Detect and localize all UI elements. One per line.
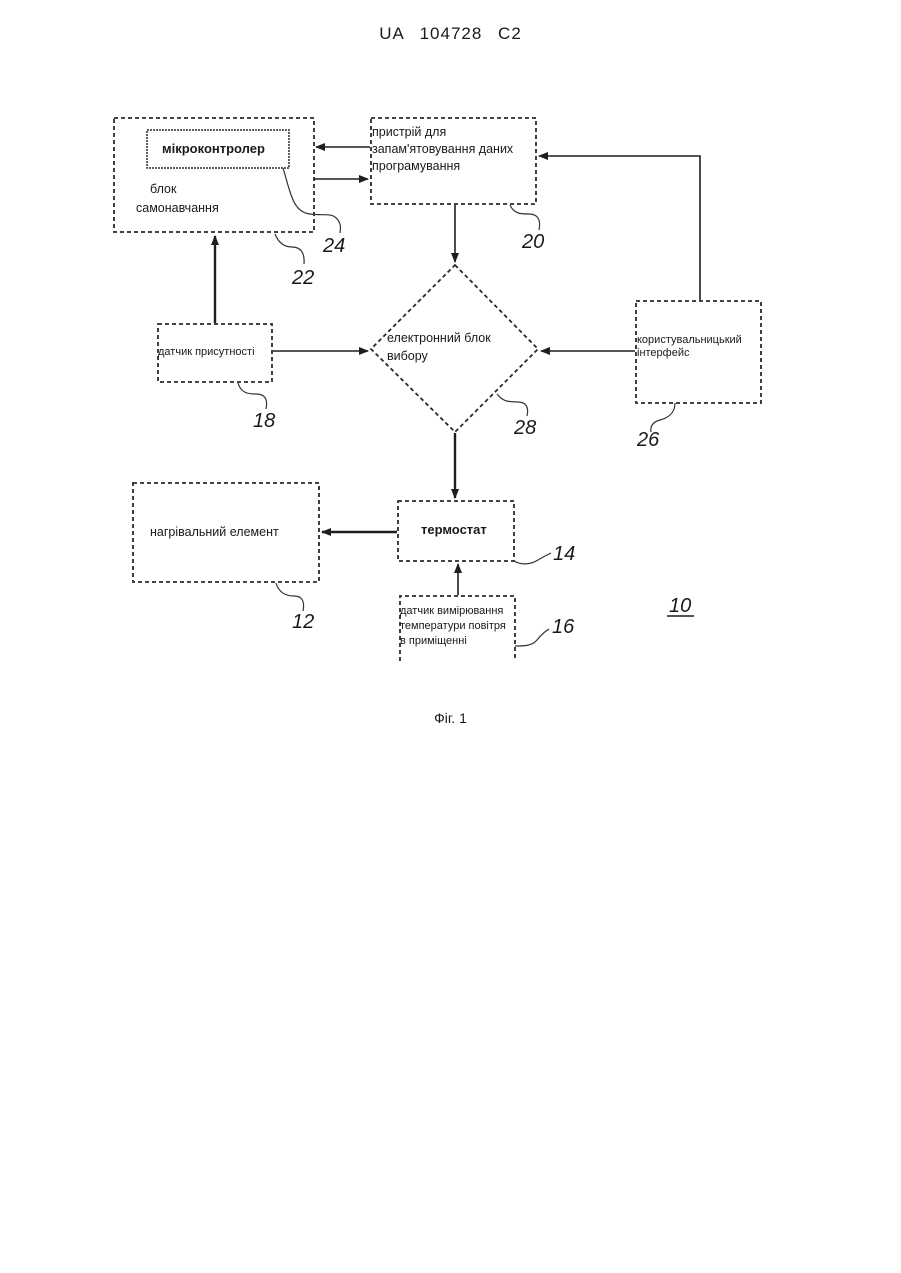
ref-28: 28 bbox=[513, 417, 536, 439]
selector-label-2: вибору bbox=[387, 349, 429, 363]
temperature-sensor-block: датчик вимірювання температури повітря в… bbox=[400, 596, 515, 661]
heating-element-block: нагрівальний елемент bbox=[133, 483, 319, 582]
selector-label-1: електронний блок bbox=[387, 331, 491, 345]
ref-12: 12 bbox=[292, 611, 314, 633]
microcontroller-label: мікроконтролер bbox=[162, 141, 265, 156]
memory-device-block: пристрій для запам'ятовування даних прог… bbox=[371, 118, 536, 204]
user-interface-block: користувальницький інтерфейс bbox=[636, 301, 761, 403]
arrow-ui-to-memory bbox=[539, 156, 700, 300]
figure-caption: Фіг. 1 bbox=[0, 710, 901, 726]
temperature-sensor-label-3: в приміщенні bbox=[400, 635, 467, 647]
selector-diamond: електронний блок вибору bbox=[371, 265, 538, 432]
presence-sensor-label: датчик присутності bbox=[158, 346, 255, 358]
user-interface-label-1: користувальницький bbox=[637, 334, 742, 346]
ref-26: 26 bbox=[636, 429, 660, 451]
heating-element-label: нагрівальний елемент bbox=[150, 525, 279, 539]
memory-label-3: програмування bbox=[372, 159, 460, 173]
ref-22: 22 bbox=[291, 267, 314, 289]
ref-24: 24 bbox=[322, 235, 345, 257]
ref-10: 10 bbox=[669, 595, 691, 617]
memory-label-1: пристрій для bbox=[372, 125, 446, 139]
thermostat-label: термостат bbox=[421, 522, 487, 537]
reference-numerals: 24 22 20 18 28 26 14 16 12 10 bbox=[253, 231, 694, 638]
presence-sensor-block: датчик присутності bbox=[158, 324, 272, 382]
self-learning-label-2: самонавчання bbox=[136, 201, 219, 215]
self-learning-label-1: блок bbox=[150, 182, 177, 196]
temperature-sensor-label-1: датчик вимірювання bbox=[400, 605, 503, 617]
reference-leaders bbox=[238, 168, 675, 646]
ref-20: 20 bbox=[521, 231, 544, 253]
memory-label-2: запам'ятовування даних bbox=[372, 142, 514, 156]
temperature-sensor-label-2: температури повітря bbox=[400, 620, 506, 632]
thermostat-block: термостат bbox=[398, 501, 514, 561]
ref-16: 16 bbox=[552, 616, 575, 638]
ref-14: 14 bbox=[553, 543, 575, 565]
user-interface-label-2: інтерфейс bbox=[637, 347, 690, 359]
ref-18: 18 bbox=[253, 410, 275, 432]
microcontroller-block: мікроконтролер bbox=[147, 130, 289, 168]
self-learning-block: блок самонавчання bbox=[114, 118, 314, 232]
